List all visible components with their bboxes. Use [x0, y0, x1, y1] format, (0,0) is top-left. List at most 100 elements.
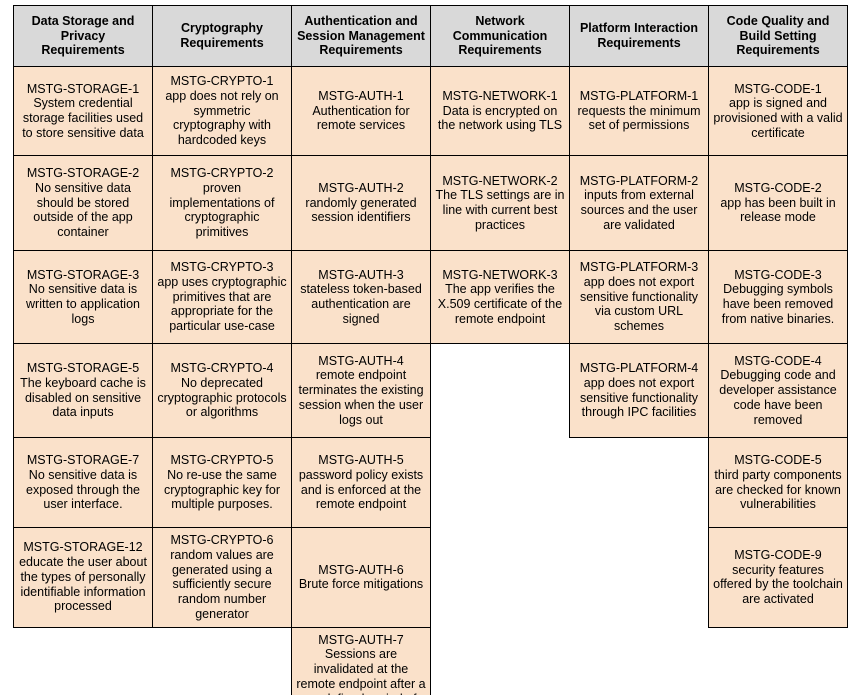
requirement-text: app does not export sensitive functional…	[579, 274, 699, 334]
requirement-text: app does not export sensitive functional…	[579, 375, 699, 420]
column-header-storage: Data Storage and Privacy Requirements	[13, 5, 153, 67]
requirement-id: MSTG-CRYPTO-3	[170, 260, 274, 275]
requirement-text: password policy exists and is enforced a…	[298, 467, 424, 512]
requirement-id: MSTG-CRYPTO-2	[170, 166, 274, 181]
requirement-id: MSTG-STORAGE-7	[26, 453, 140, 467]
requirement-text: The keyboard cache is disabled on sensit…	[20, 375, 146, 420]
requirement-id: MSTG-CRYPTO-5	[170, 453, 274, 467]
requirement-text: No deprecated cryptographic protocols or…	[157, 375, 287, 420]
column-header-auth: Authentication and Session Management Re…	[291, 5, 431, 67]
requirement-text: remote endpoint terminates the existing …	[298, 368, 424, 427]
requirement-text: educate the user about the types of pers…	[19, 555, 147, 614]
empty-cell-platform	[569, 437, 709, 528]
requirement-text: random values are generated using a suff…	[170, 547, 274, 621]
requirement-id: MSTG-STORAGE-1	[26, 81, 140, 96]
empty-cell-platform	[569, 527, 709, 627]
requirement-id: MSTG-CRYPTO-1	[170, 74, 274, 89]
requirement-text: security features offered by the toolcha…	[713, 562, 843, 607]
requirement-text: No sensitive data is exposed through the…	[26, 467, 140, 512]
requirement-id: MSTG-PLATFORM-2	[579, 173, 699, 188]
requirement-id: MSTG-STORAGE-5	[26, 361, 140, 375]
requirement-id: MSTG-CODE-3	[734, 267, 822, 282]
requirement-id: MSTG-AUTH-3	[318, 267, 404, 282]
requirement-text: app has been built in release mode	[720, 195, 836, 225]
requirement-text: The TLS settings are in line with curren…	[435, 188, 565, 232]
mstg-requirements-table: Data Storage and Privacy Requirements Cr…	[13, 5, 848, 695]
table-header: Data Storage and Privacy Requirements Cr…	[13, 5, 848, 67]
requirement-id: MSTG-STORAGE-12	[23, 540, 143, 555]
requirement-text: Brute force mitigations	[298, 577, 424, 592]
requirement-text: System credential storage facilities use…	[22, 96, 144, 140]
requirement-id: MSTG-CODE-5	[734, 453, 822, 467]
requirement-id: MSTG-NETWORK-1	[442, 88, 558, 103]
requirement-id: MSTG-AUTH-7	[318, 632, 404, 647]
requirement-text: randomly generated session identifiers	[305, 195, 417, 225]
requirement-id: MSTG-AUTH-2	[318, 180, 404, 195]
requirement-text: inputs from external sources and the use…	[580, 188, 698, 232]
requirement-text: No sensitive data is written to applicat…	[26, 282, 140, 326]
requirement-text: No re-use the same cryptographic key for…	[163, 467, 281, 512]
requirement-text: third party components are checked for k…	[714, 467, 842, 512]
requirement-text: The app verifies the X.509 certificate o…	[437, 282, 563, 326]
requirement-id: MSTG-STORAGE-2	[26, 166, 140, 181]
empty-cell-network	[430, 527, 570, 627]
empty-cell-crypto	[152, 627, 292, 695]
requirement-text: app does not rely on symmetric cryptogra…	[165, 88, 279, 148]
requirement-id: MSTG-AUTH-5	[318, 453, 404, 467]
requirement-id: MSTG-CODE-2	[734, 180, 822, 195]
requirement-id: MSTG-NETWORK-2	[442, 173, 558, 188]
requirement-text: stateless token-based authentication are…	[300, 282, 422, 326]
requirement-id: MSTG-CODE-4	[734, 353, 822, 368]
requirement-text: Debugging symbols have been removed from…	[721, 282, 835, 326]
requirement-id: MSTG-AUTH-6	[318, 562, 404, 577]
requirement-id: MSTG-PLATFORM-1	[579, 88, 699, 103]
requirement-id: MSTG-STORAGE-3	[26, 267, 140, 282]
requirement-text: app is signed and provisioned with a val…	[713, 96, 843, 140]
header-row: Data Storage and Privacy Requirements Cr…	[13, 5, 848, 67]
empty-cell-network	[430, 343, 570, 438]
column-header-network: Network Communication Requirements	[430, 5, 570, 67]
requirement-id: MSTG-NETWORK-3	[442, 267, 558, 282]
empty-cell-network	[430, 437, 570, 528]
requirement-text: requests the minimum set of permissions	[577, 103, 701, 133]
requirement-id: MSTG-AUTH-4	[318, 353, 404, 368]
column-header-code: Code Quality and Build Setting Requireme…	[708, 5, 848, 67]
